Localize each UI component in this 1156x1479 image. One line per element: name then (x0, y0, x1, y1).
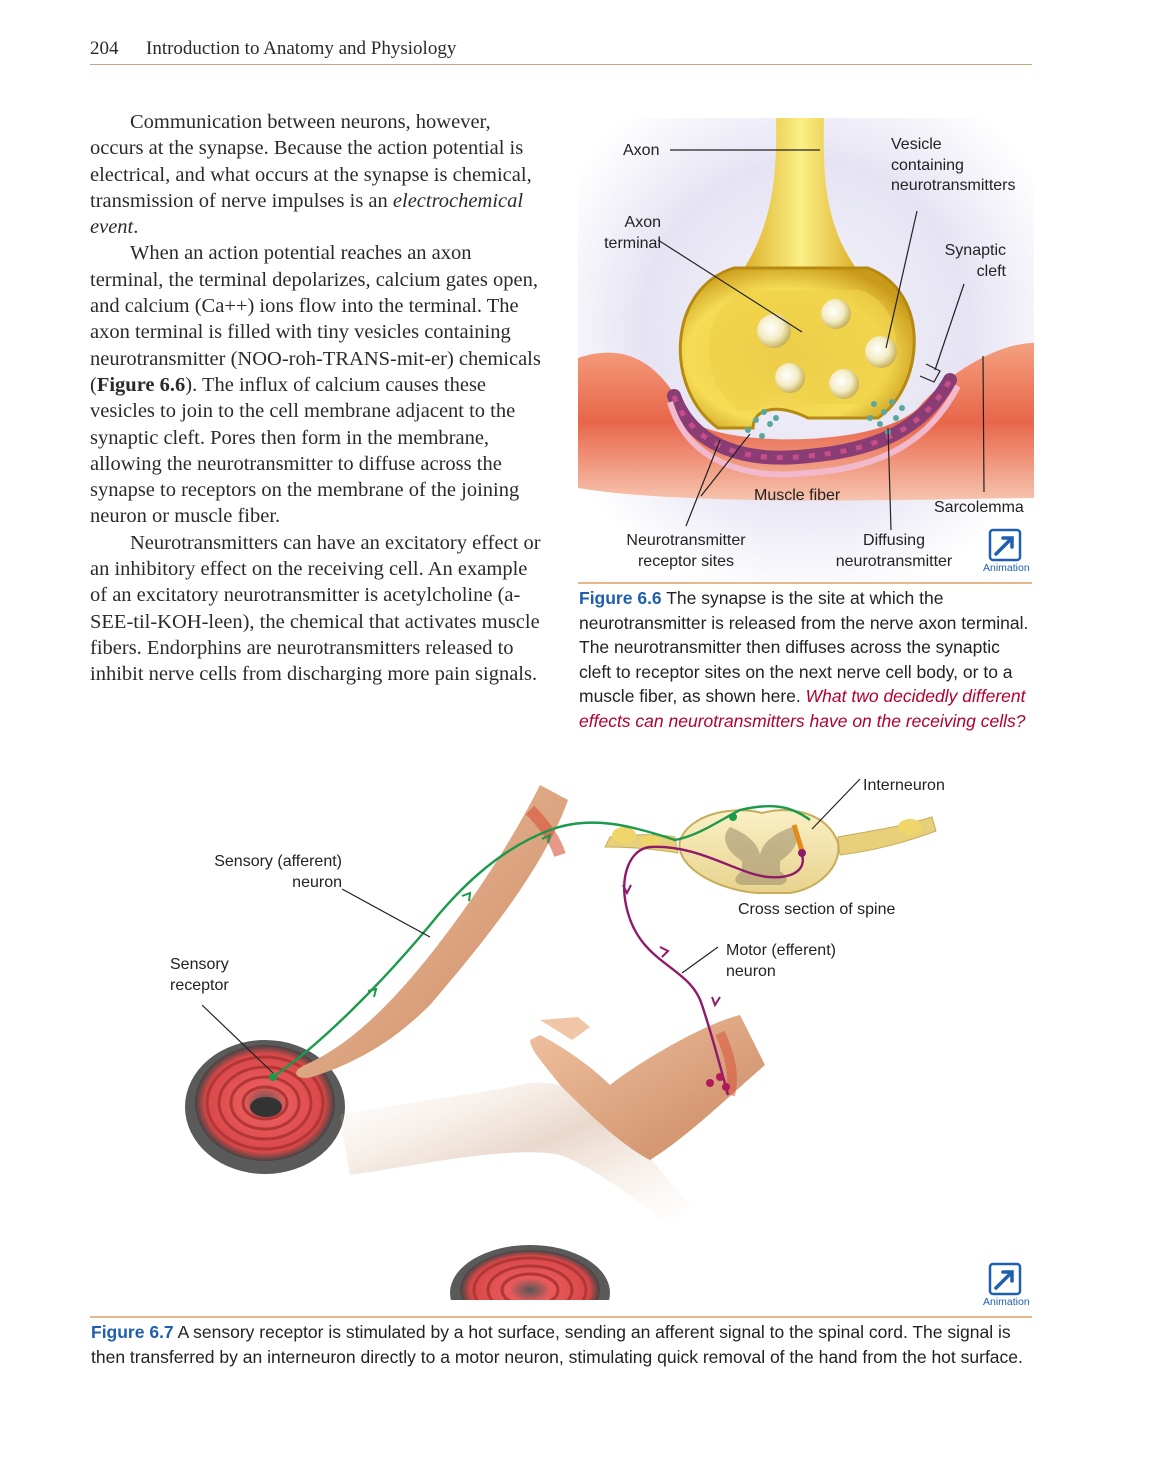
paragraph-2: When an action potential reaches an axon… (90, 242, 541, 528)
animation-icon (988, 528, 1022, 562)
reflex-arc-illustration (185, 778, 937, 1315)
animation-button-fig-6-6[interactable]: Animation (983, 528, 1030, 576)
label-axon: Axon (623, 142, 660, 159)
figure-6-6-number: Figure 6.6 (579, 588, 662, 608)
label-motor-neuron: Motor (efferent) neuron (726, 942, 836, 980)
label-sensory-neuron: Sensory (afferent) neuron (214, 853, 342, 891)
paragraph-3: Neurotransmitters can have an excitatory… (90, 531, 541, 686)
animation-label: Animation (983, 562, 1030, 574)
label-synaptic-cleft: Synaptic cleft (944, 242, 1006, 280)
figure-6-7: Interneuron Sensory (afferent) neuron Cr… (90, 765, 1034, 1315)
label-sarcolemma: Sarcolemma (934, 499, 1024, 516)
label-receptor-sites: Neurotransmitter receptor sites (626, 532, 746, 570)
figure-6-7-number: Figure 6.7 (91, 1322, 174, 1342)
figure-6-6-caption: Figure 6.6 The synapse is the site at wh… (579, 588, 1029, 731)
label-axon-terminal: Axon terminal (604, 214, 661, 252)
synapse-illustration (578, 118, 1034, 580)
paragraph-1: Communication between neurons, however, … (90, 111, 532, 239)
page-number: 204 (90, 38, 119, 59)
label-muscle-fiber: Muscle fiber (754, 487, 841, 504)
header-rule (90, 64, 1032, 65)
review-question: What two decidedly different effects can… (579, 686, 1026, 731)
animation-icon (988, 1262, 1022, 1296)
figure-6-6: Axon Vesicle containing neurotransmitter… (578, 118, 1034, 580)
caption-rule-6-6 (578, 582, 1032, 584)
body-text: Communication between neurons, however, … (90, 109, 542, 688)
animation-label: Animation (983, 1296, 1030, 1308)
label-interneuron: Interneuron (863, 777, 945, 794)
running-title: Introduction to Anatomy and Physiology (146, 38, 457, 59)
animation-button-fig-6-7[interactable]: Animation (983, 1262, 1030, 1310)
label-sensory-receptor: Sensory receptor (170, 956, 229, 994)
label-vesicle: Vesicle containing neurotransmitters (891, 136, 1016, 194)
label-cross-section-spine: Cross section of spine (738, 901, 896, 918)
figure-reference[interactable]: Figure 6.6 (96, 373, 186, 396)
caption-rule-6-7 (90, 1316, 1032, 1318)
figure-6-7-caption: Figure 6.7 A sensory receptor is stimula… (91, 1322, 1023, 1367)
label-diffusing-neurotransmitter: Diffusing neurotransmitter (835, 532, 953, 570)
